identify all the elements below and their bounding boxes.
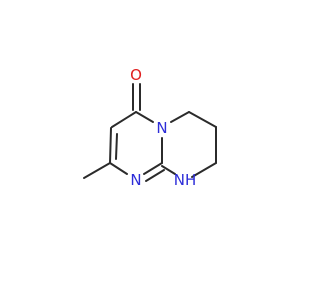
bond-c6-c7 [188,111,217,128]
atom-oxygen: O [130,66,142,84]
bond-c3-c2-a [109,127,112,164]
atom-amine-nh: NH [174,171,197,189]
bond-n5-c6 [170,111,190,123]
bond-c4-n5 [135,111,154,123]
atom-labels: O N N NH [130,66,196,189]
bond-c2-methyl [83,162,111,179]
bonds [83,83,217,182]
atom-imine-nitrogen: N [130,171,141,189]
bond-c8-c9 [191,162,217,178]
bond-c3-c2-b [115,133,118,160]
bond-c4-c3 [111,111,137,128]
atom-ring-nitrogen: N [156,119,167,137]
bond-c2-n1 [109,162,128,175]
molecule-structure: O N N NH [83,66,217,189]
bond-nh-c9a [161,165,176,175]
bond-n1-c9a-b [145,169,165,182]
bond-n1-c9a-a [143,162,163,175]
